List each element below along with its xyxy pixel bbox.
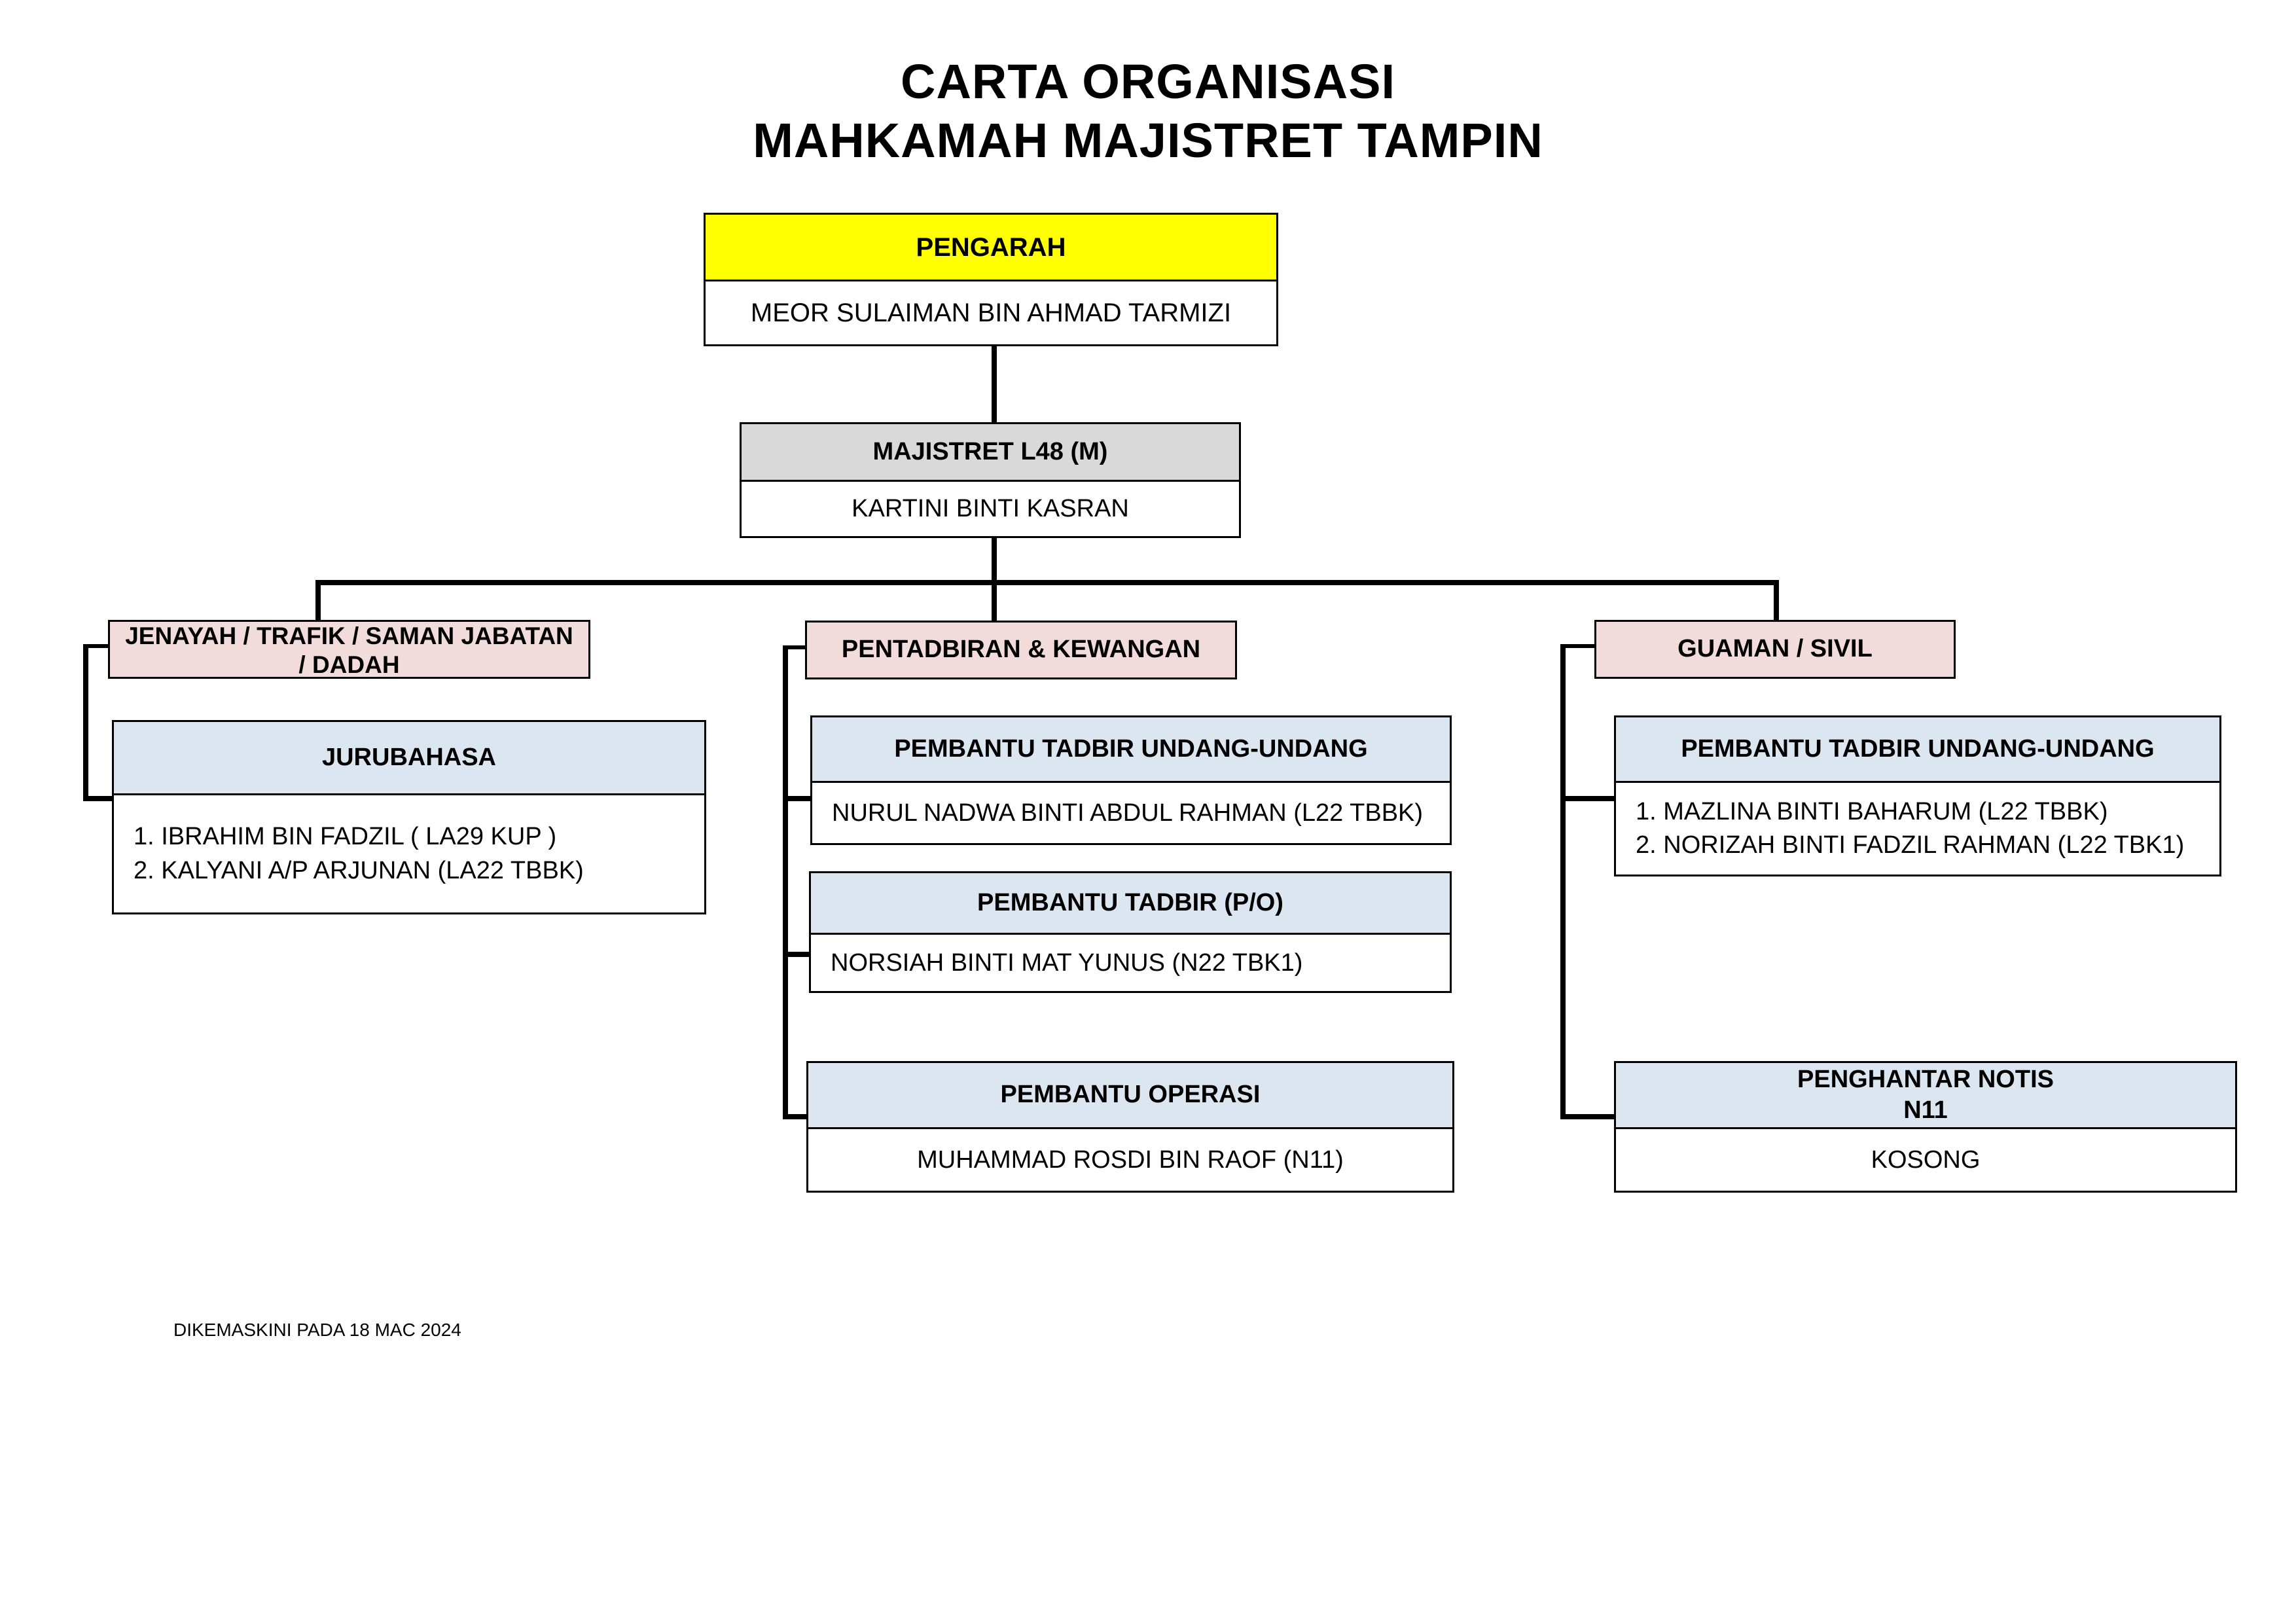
pentadbiran-po-label: PEMBANTU OPERASI	[808, 1063, 1452, 1129]
pengarah-label: PENGARAH	[706, 215, 1276, 281]
connector-pentadbiran-pt	[783, 952, 810, 957]
pentadbiran-pt-box: PEMBANTU TADBIR (P/O) NORSIAH BINTI MAT …	[809, 871, 1452, 993]
pengarah-name: MEOR SULAIMAN BIN AHMAD TARMIZI	[750, 298, 1232, 327]
pentadbiran-po-box: PEMBANTU OPERASI MUHAMMAD ROSDI BIN RAOF…	[806, 1061, 1454, 1193]
chart-title: CARTA ORGANISASI	[901, 54, 1395, 109]
connector-pengarah-majistret	[992, 346, 997, 424]
guaman-notis-box: PENGHANTAR NOTIS N11 KOSONG	[1614, 1061, 2237, 1193]
guaman-ptu-members: 1. MAZLINA BINTI BAHARUM (L22 TBBK) 2. N…	[1616, 783, 2219, 875]
jenayah-division-box: JENAYAH / TRAFIK / SAMAN JABATAN / DADAH	[108, 620, 590, 679]
connector-pentadbiran-ptu	[783, 796, 812, 801]
guaman-notis-label-line1: PENGHANTAR NOTIS	[1797, 1065, 2054, 1093]
connector-jenayah-jurubahasa	[83, 796, 115, 801]
guaman-division-label: GUAMAN / SIVIL	[1677, 635, 1873, 663]
jenayah-division-label: JENAYAH / TRAFIK / SAMAN JABATAN / DADAH	[110, 622, 588, 679]
connector-drop-guaman	[1774, 580, 1779, 621]
connector-horizontal	[315, 580, 1779, 585]
connector-jenayah-top	[83, 644, 111, 648]
connector-guaman-ptu	[1560, 796, 1618, 801]
pentadbiran-pt-name: NORSIAH BINTI MAT YUNUS (N22 TBK1)	[831, 948, 1303, 977]
connector-pentadbiran-top	[783, 645, 808, 649]
majistret-box: MAJISTRET L48 (M) KARTINI BINTI KASRAN	[740, 422, 1241, 538]
connector-pentadbiran-po	[783, 1114, 808, 1119]
jurubahasa-member-1: 1. IBRAHIM BIN FADZIL ( LA29 KUP )	[134, 823, 557, 851]
guaman-notis-name: KOSONG	[1871, 1146, 1981, 1174]
pentadbiran-ptu-name: NURUL NADWA BINTI ABDUL RAHMAN (L22 TBBK…	[832, 799, 1424, 827]
connector-drop-jenayah	[315, 580, 321, 621]
jurubahasa-members: 1. IBRAHIM BIN FADZIL ( LA29 KUP ) 2. KA…	[114, 795, 704, 912]
connector-pentadbiran-vertical	[783, 645, 788, 1119]
pentadbiran-division-box: PENTADBIRAN & KEWANGAN	[805, 621, 1237, 679]
jurubahasa-label: JURUBAHASA	[114, 722, 704, 795]
pentadbiran-po-name: MUHAMMAD ROSDI BIN RAOF (N11)	[917, 1146, 1344, 1174]
pentadbiran-ptu-label: PEMBANTU TADBIR UNDANG-UNDANG	[812, 717, 1450, 783]
connector-jenayah-vertical	[83, 644, 88, 801]
guaman-division-box: GUAMAN / SIVIL	[1594, 620, 1956, 679]
jenayah-label-line1: JENAYAH / TRAFIK / SAMAN JABATAN	[125, 623, 573, 649]
connector-guaman-top	[1560, 644, 1597, 648]
guaman-ptu-member-1: 1. MAZLINA BINTI BAHARUM (L22 TBBK)	[1636, 797, 2108, 825]
pentadbiran-division-label: PENTADBIRAN & KEWANGAN	[841, 636, 1201, 664]
connector-guaman-vertical	[1560, 644, 1566, 1119]
guaman-ptu-box: PEMBANTU TADBIR UNDANG-UNDANG 1. MAZLINA…	[1614, 715, 2221, 876]
guaman-notis-label: PENGHANTAR NOTIS N11	[1616, 1063, 2235, 1129]
pentadbiran-ptu-box: PEMBANTU TADBIR UNDANG-UNDANG NURUL NADW…	[810, 715, 1452, 845]
guaman-ptu-member-2: 2. NORIZAH BINTI FADZIL RAHMAN (L22 TBK1…	[1636, 831, 2185, 859]
jenayah-label-line2: / DADAH	[298, 651, 400, 679]
connector-guaman-notis	[1560, 1114, 1618, 1119]
chart-subtitle: MAHKAMAH MAJISTRET TAMPIN	[753, 113, 1543, 168]
guaman-notis-label-line2: N11	[1903, 1096, 1948, 1124]
guaman-ptu-label: PEMBANTU TADBIR UNDANG-UNDANG	[1616, 717, 2219, 783]
pengarah-box: PENGARAH MEOR SULAIMAN BIN AHMAD TARMIZI	[704, 213, 1278, 346]
updated-date: DIKEMASKINI PADA 18 MAC 2024	[173, 1320, 461, 1340]
majistret-label: MAJISTRET L48 (M)	[742, 424, 1239, 482]
pentadbiran-pt-label: PEMBANTU TADBIR (P/O)	[811, 873, 1450, 935]
majistret-name: KARTINI BINTI KASRAN	[852, 495, 1129, 522]
jurubahasa-member-2: 2. KALYANI A/P ARJUNAN (LA22 TBBK)	[134, 856, 584, 884]
jurubahasa-box: JURUBAHASA 1. IBRAHIM BIN FADZIL ( LA29 …	[112, 720, 706, 914]
